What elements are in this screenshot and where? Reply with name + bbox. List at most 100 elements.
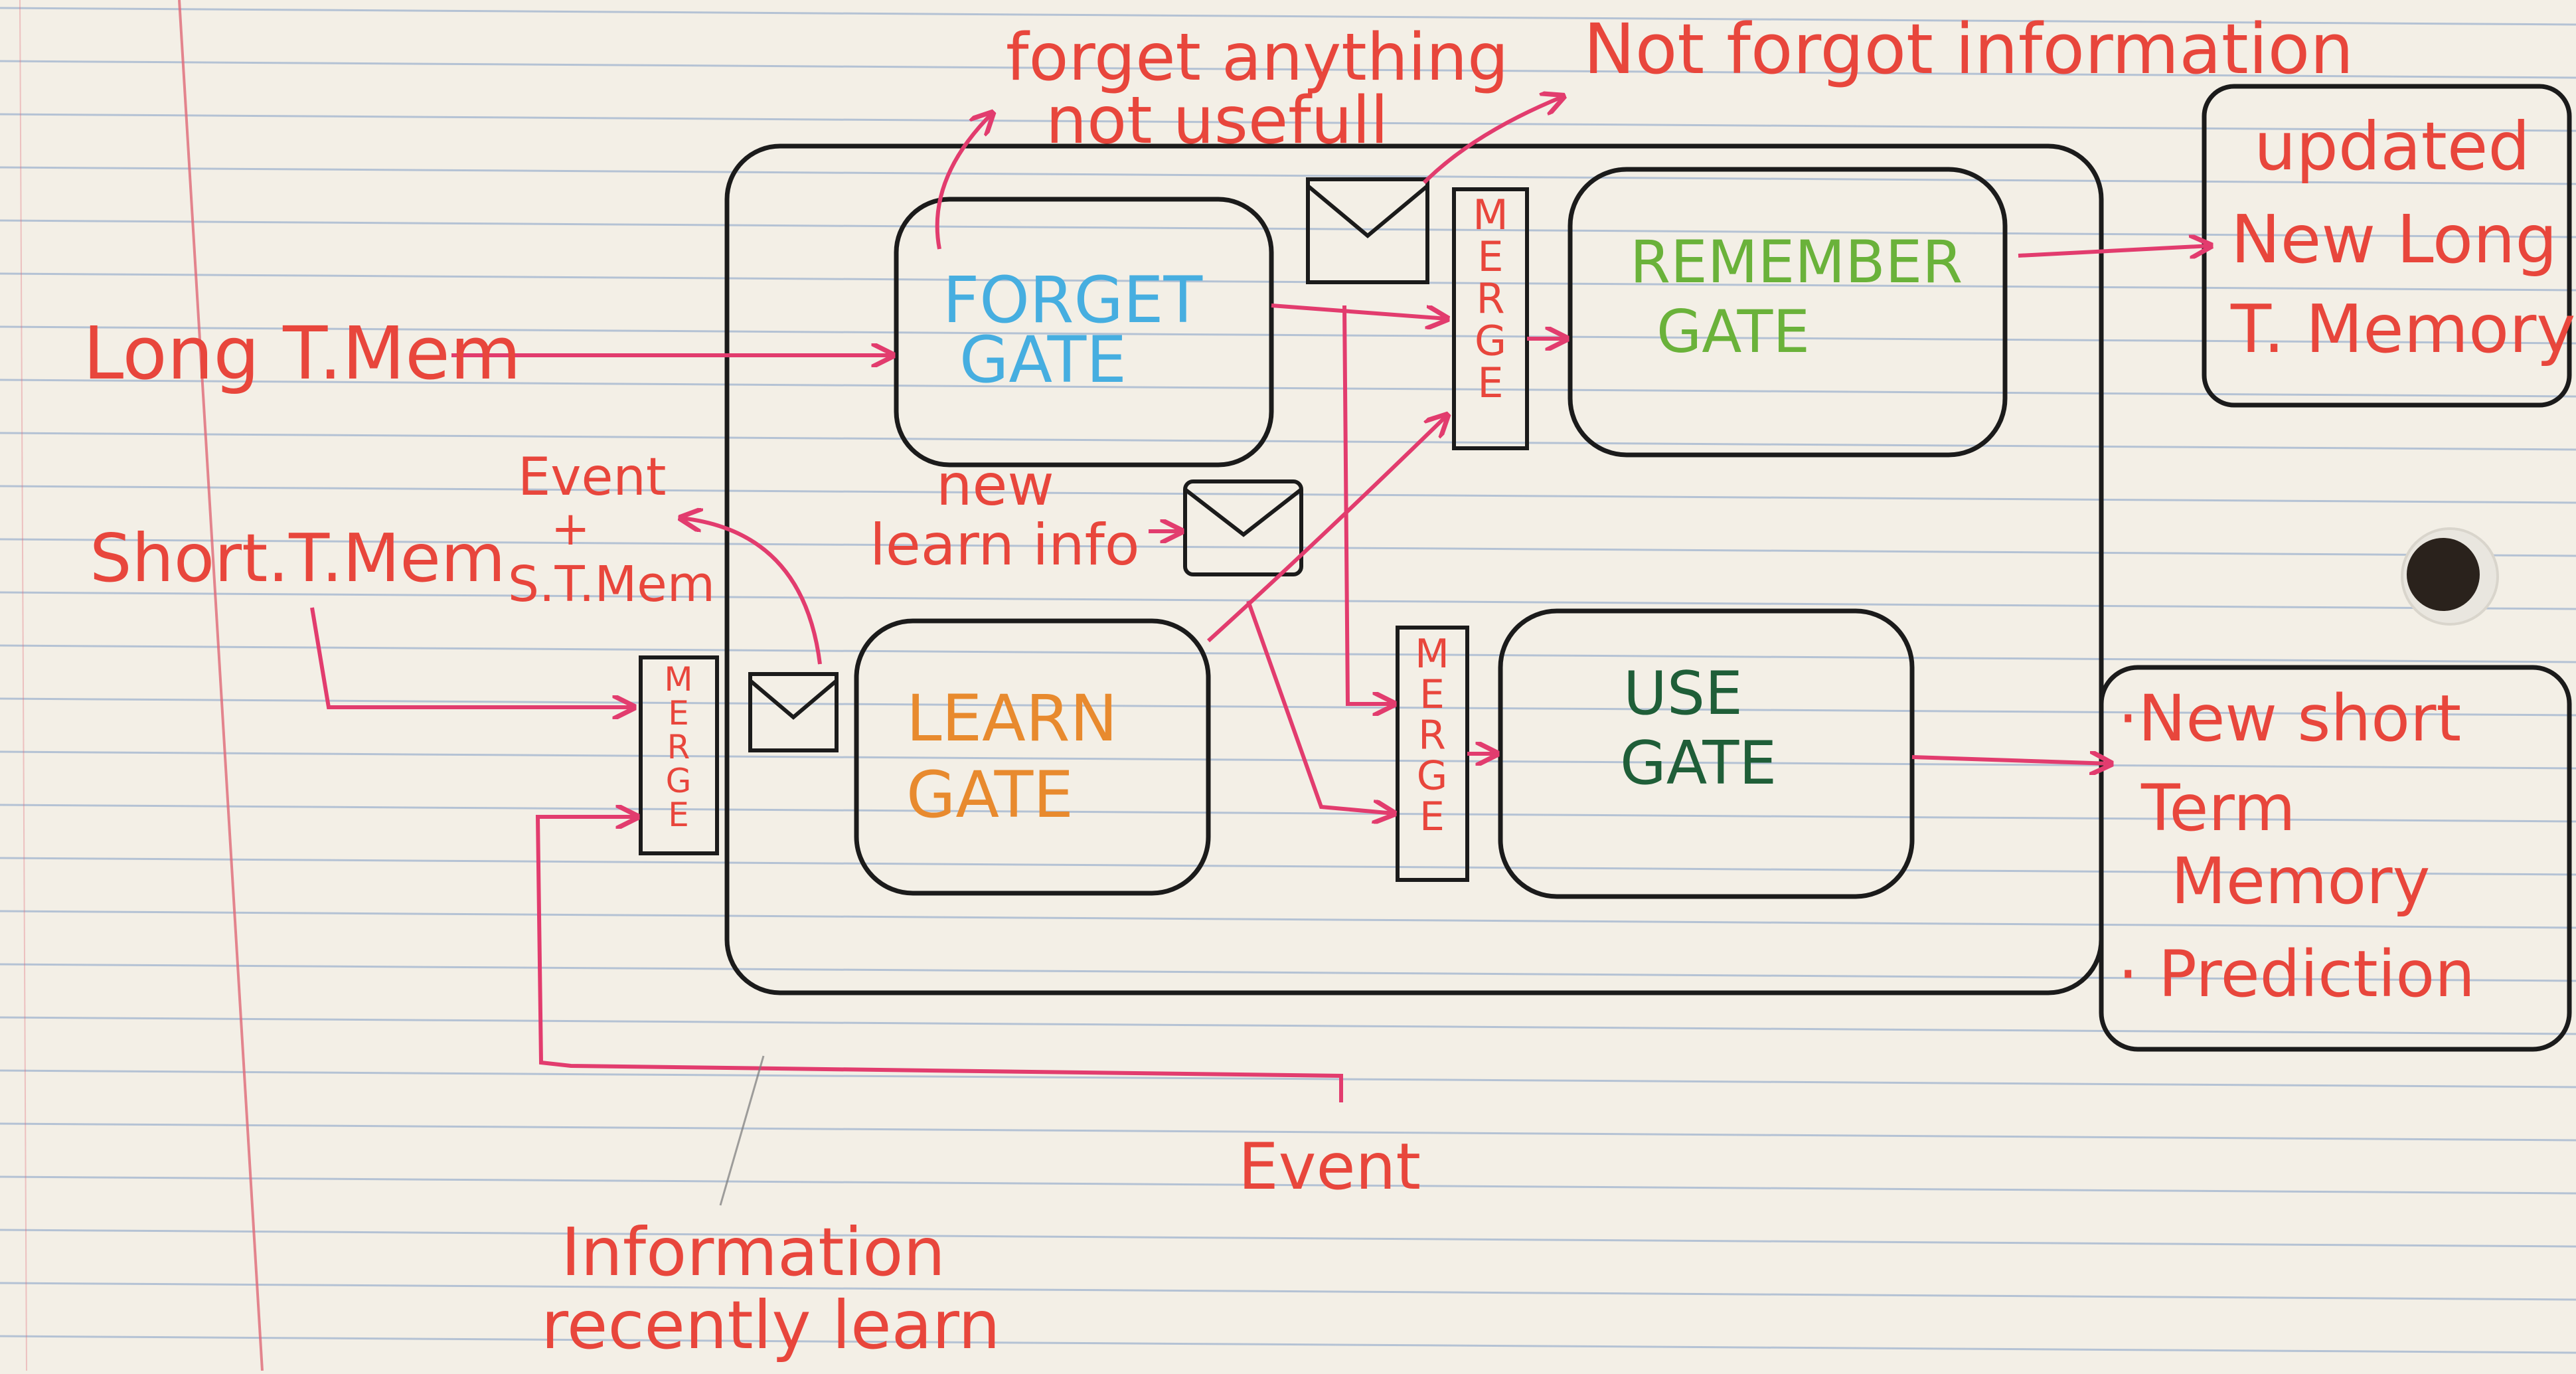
short-term-output-line2: Term <box>2140 771 2296 845</box>
new-learn-info-line1: new <box>936 452 1054 519</box>
pencil-arrow <box>719 1055 765 1206</box>
forget-gate-label-2: GATE <box>959 323 1127 397</box>
short-term-output-box <box>2099 665 2572 1052</box>
forget-gate: FORGET GATE <box>894 197 1274 468</box>
merge-letter: E <box>1477 232 1503 281</box>
short-term-output-line3: Memory <box>2171 844 2430 918</box>
arrow-event-to-merge <box>535 817 1343 1102</box>
rule-line <box>0 7 2576 26</box>
rule-line <box>0 1175 2576 1195</box>
rule-line <box>0 644 2576 663</box>
remember-gate-label-1: REMEMBER <box>1630 228 1963 296</box>
merge-letter: G <box>1475 317 1506 365</box>
merge-letter: M <box>664 660 692 699</box>
envelope-icon <box>1306 177 1429 284</box>
long-term-output-line1: updated <box>2254 108 2530 185</box>
learn-gate-label-1: LEARN <box>906 681 1117 756</box>
rule-line <box>0 910 2576 929</box>
info-recently-learn-line1: Information <box>561 1213 945 1291</box>
arrow-env-to-not-forgot <box>1422 96 1564 185</box>
merge-letter: G <box>1417 753 1448 800</box>
merge-top-box <box>1452 187 1529 450</box>
forget-not-useful-line1: forget anything <box>1006 20 1508 96</box>
rule-line <box>0 750 2576 770</box>
remember-gate-box <box>1568 167 2008 458</box>
new-learn-info-line2: learn info <box>870 512 1139 578</box>
short-term-output-line1: ·New short <box>2118 681 2461 756</box>
learn-gate-box <box>854 618 1211 896</box>
short-term-memory-label: Short.T.Mem <box>90 519 505 597</box>
merge-letter: E <box>668 694 689 732</box>
short-term-output-line4: · Prediction <box>2118 937 2475 1011</box>
rule-line <box>0 272 2576 292</box>
rule-line <box>0 857 2576 876</box>
arrow-learn-to-merge-mid <box>1246 600 1394 814</box>
event-stm-line1: Event <box>518 448 666 507</box>
merge-letter: M <box>1415 631 1449 677</box>
merge-letter: R <box>1418 712 1446 758</box>
merge-letter: M <box>1473 191 1508 239</box>
rule-line <box>0 166 2576 185</box>
use-gate-box <box>1498 608 1915 899</box>
margin-line-2 <box>19 0 27 1371</box>
forget-not-useful-line2: not usefull <box>1046 83 1388 159</box>
long-term-output-line2: New Long <box>2231 201 2557 278</box>
learn-gate-label-2: GATE <box>906 758 1074 832</box>
rule-line <box>0 1229 2576 1248</box>
rule-line <box>0 963 2576 982</box>
rule-line <box>0 432 2576 451</box>
info-recently-learn-line2: recently learn <box>541 1286 1001 1364</box>
rule-line <box>0 379 2576 398</box>
arrow-remember-to-output <box>2018 246 2211 256</box>
arrow-forget-up <box>935 113 993 250</box>
rule-line <box>0 591 2576 610</box>
merge-letter: R <box>1476 274 1504 323</box>
margin-line <box>178 0 264 1371</box>
long-term-memory-label: Long T.Mem <box>83 311 521 396</box>
merge-letter: R <box>667 728 690 766</box>
envelope-icon <box>1183 479 1303 576</box>
forget-gate-box <box>894 197 1274 468</box>
rule-line <box>0 325 2576 345</box>
arrow-use-to-output <box>1911 757 2111 764</box>
remember-gate: REMEMBER GATE <box>1568 167 2008 458</box>
arrow-stm-to-merge <box>310 607 634 707</box>
arrow-forget-to-merge <box>1271 303 1447 319</box>
merge-letter: G <box>666 762 692 800</box>
arrow-forget-down-merge-mid <box>1342 305 1394 704</box>
envelope-icon <box>748 672 839 752</box>
forget-gate-label-1: FORGET <box>943 263 1203 337</box>
rule-line <box>0 1282 2576 1301</box>
rule-line <box>0 219 2576 238</box>
arrow-merge-to-event-stm <box>681 518 822 665</box>
rule-line <box>0 113 2576 132</box>
long-term-output-line3: T. Memory <box>2230 290 2575 368</box>
binder-hole-inner <box>2407 538 2480 611</box>
rule-line <box>0 1335 2576 1354</box>
arrows <box>310 96 2211 1102</box>
not-forgot-info-label: Not forgot information <box>1583 9 2354 90</box>
rule-line <box>0 485 2576 504</box>
merge-left-box <box>639 655 719 855</box>
arrow-learn-to-merge-top <box>1206 415 1447 643</box>
merge-letter: E <box>1477 359 1503 407</box>
use-gate: USE GATE <box>1498 608 1915 899</box>
rule-line <box>0 60 2576 79</box>
merge-letter: E <box>1419 671 1445 718</box>
merge-letter: E <box>668 796 689 834</box>
merge-letter: E <box>1419 794 1445 840</box>
rule-line <box>0 1122 2576 1142</box>
ruled-lines <box>0 7 2576 1354</box>
remember-gate-label-2: GATE <box>1656 298 1810 366</box>
rule-line <box>0 1016 2576 1035</box>
event-stm-line2: + <box>551 501 590 556</box>
rule-line <box>0 538 2576 557</box>
